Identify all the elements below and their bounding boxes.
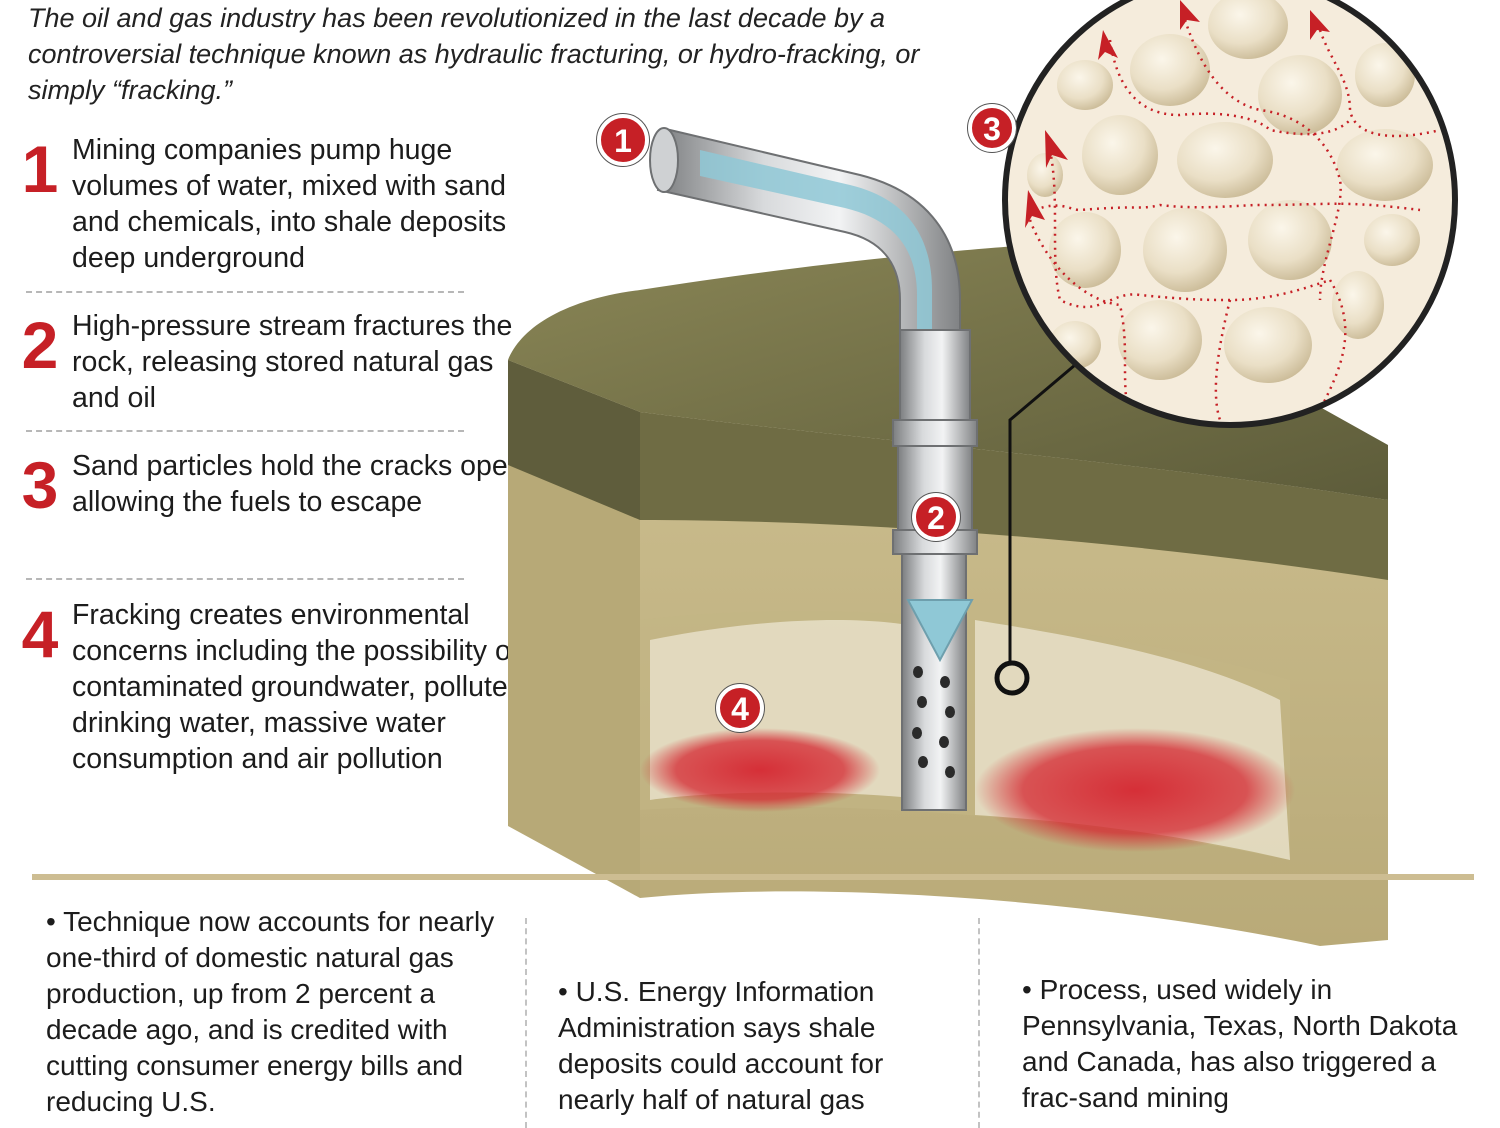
- intro-text: The oil and gas industry has been revolu…: [28, 3, 920, 105]
- marker-label: 4: [731, 691, 749, 727]
- marker-label: 1: [614, 123, 632, 159]
- section-rule: [32, 874, 1474, 880]
- magnified-sand: [1002, 0, 1458, 428]
- well-pipe: [649, 127, 978, 811]
- fracture-zone: [640, 620, 1295, 860]
- contamination-right: [975, 728, 1295, 852]
- marker-3: 3: [967, 103, 1017, 153]
- fact-2: • U.S. Energy Information Administration…: [558, 976, 884, 1115]
- step-number: 3: [21, 448, 59, 522]
- step-text: High-pressure stream fractures the rock,…: [72, 310, 513, 414]
- step-number: 4: [21, 597, 59, 671]
- marker-4: 4: [715, 683, 765, 733]
- divider: [26, 578, 464, 580]
- step-text: Mining companies pump huge volumes of wa…: [72, 134, 507, 274]
- fact-3: • Process, used widely in Pennsylvania, …: [1022, 974, 1458, 1113]
- callout-line: [1008, 363, 1076, 665]
- marker-2: 2: [911, 492, 961, 542]
- column-divider: [978, 918, 980, 1128]
- step-number: 2: [21, 308, 59, 382]
- divider: [26, 430, 464, 432]
- marker-label: 2: [927, 500, 945, 536]
- divider: [26, 291, 464, 293]
- step-text: Fracking creates environmental concerns …: [72, 599, 524, 775]
- marker-1: 1: [596, 113, 650, 167]
- fact-1: • Technique now accounts for nearly one-…: [46, 906, 495, 1117]
- marker-label: 3: [983, 111, 1001, 147]
- step-text: Sand particles hold the cracks open, all…: [72, 450, 532, 518]
- column-divider: [525, 918, 527, 1128]
- step-number: 1: [21, 132, 59, 206]
- contamination-left: [640, 728, 880, 812]
- callout-target: [994, 660, 1030, 696]
